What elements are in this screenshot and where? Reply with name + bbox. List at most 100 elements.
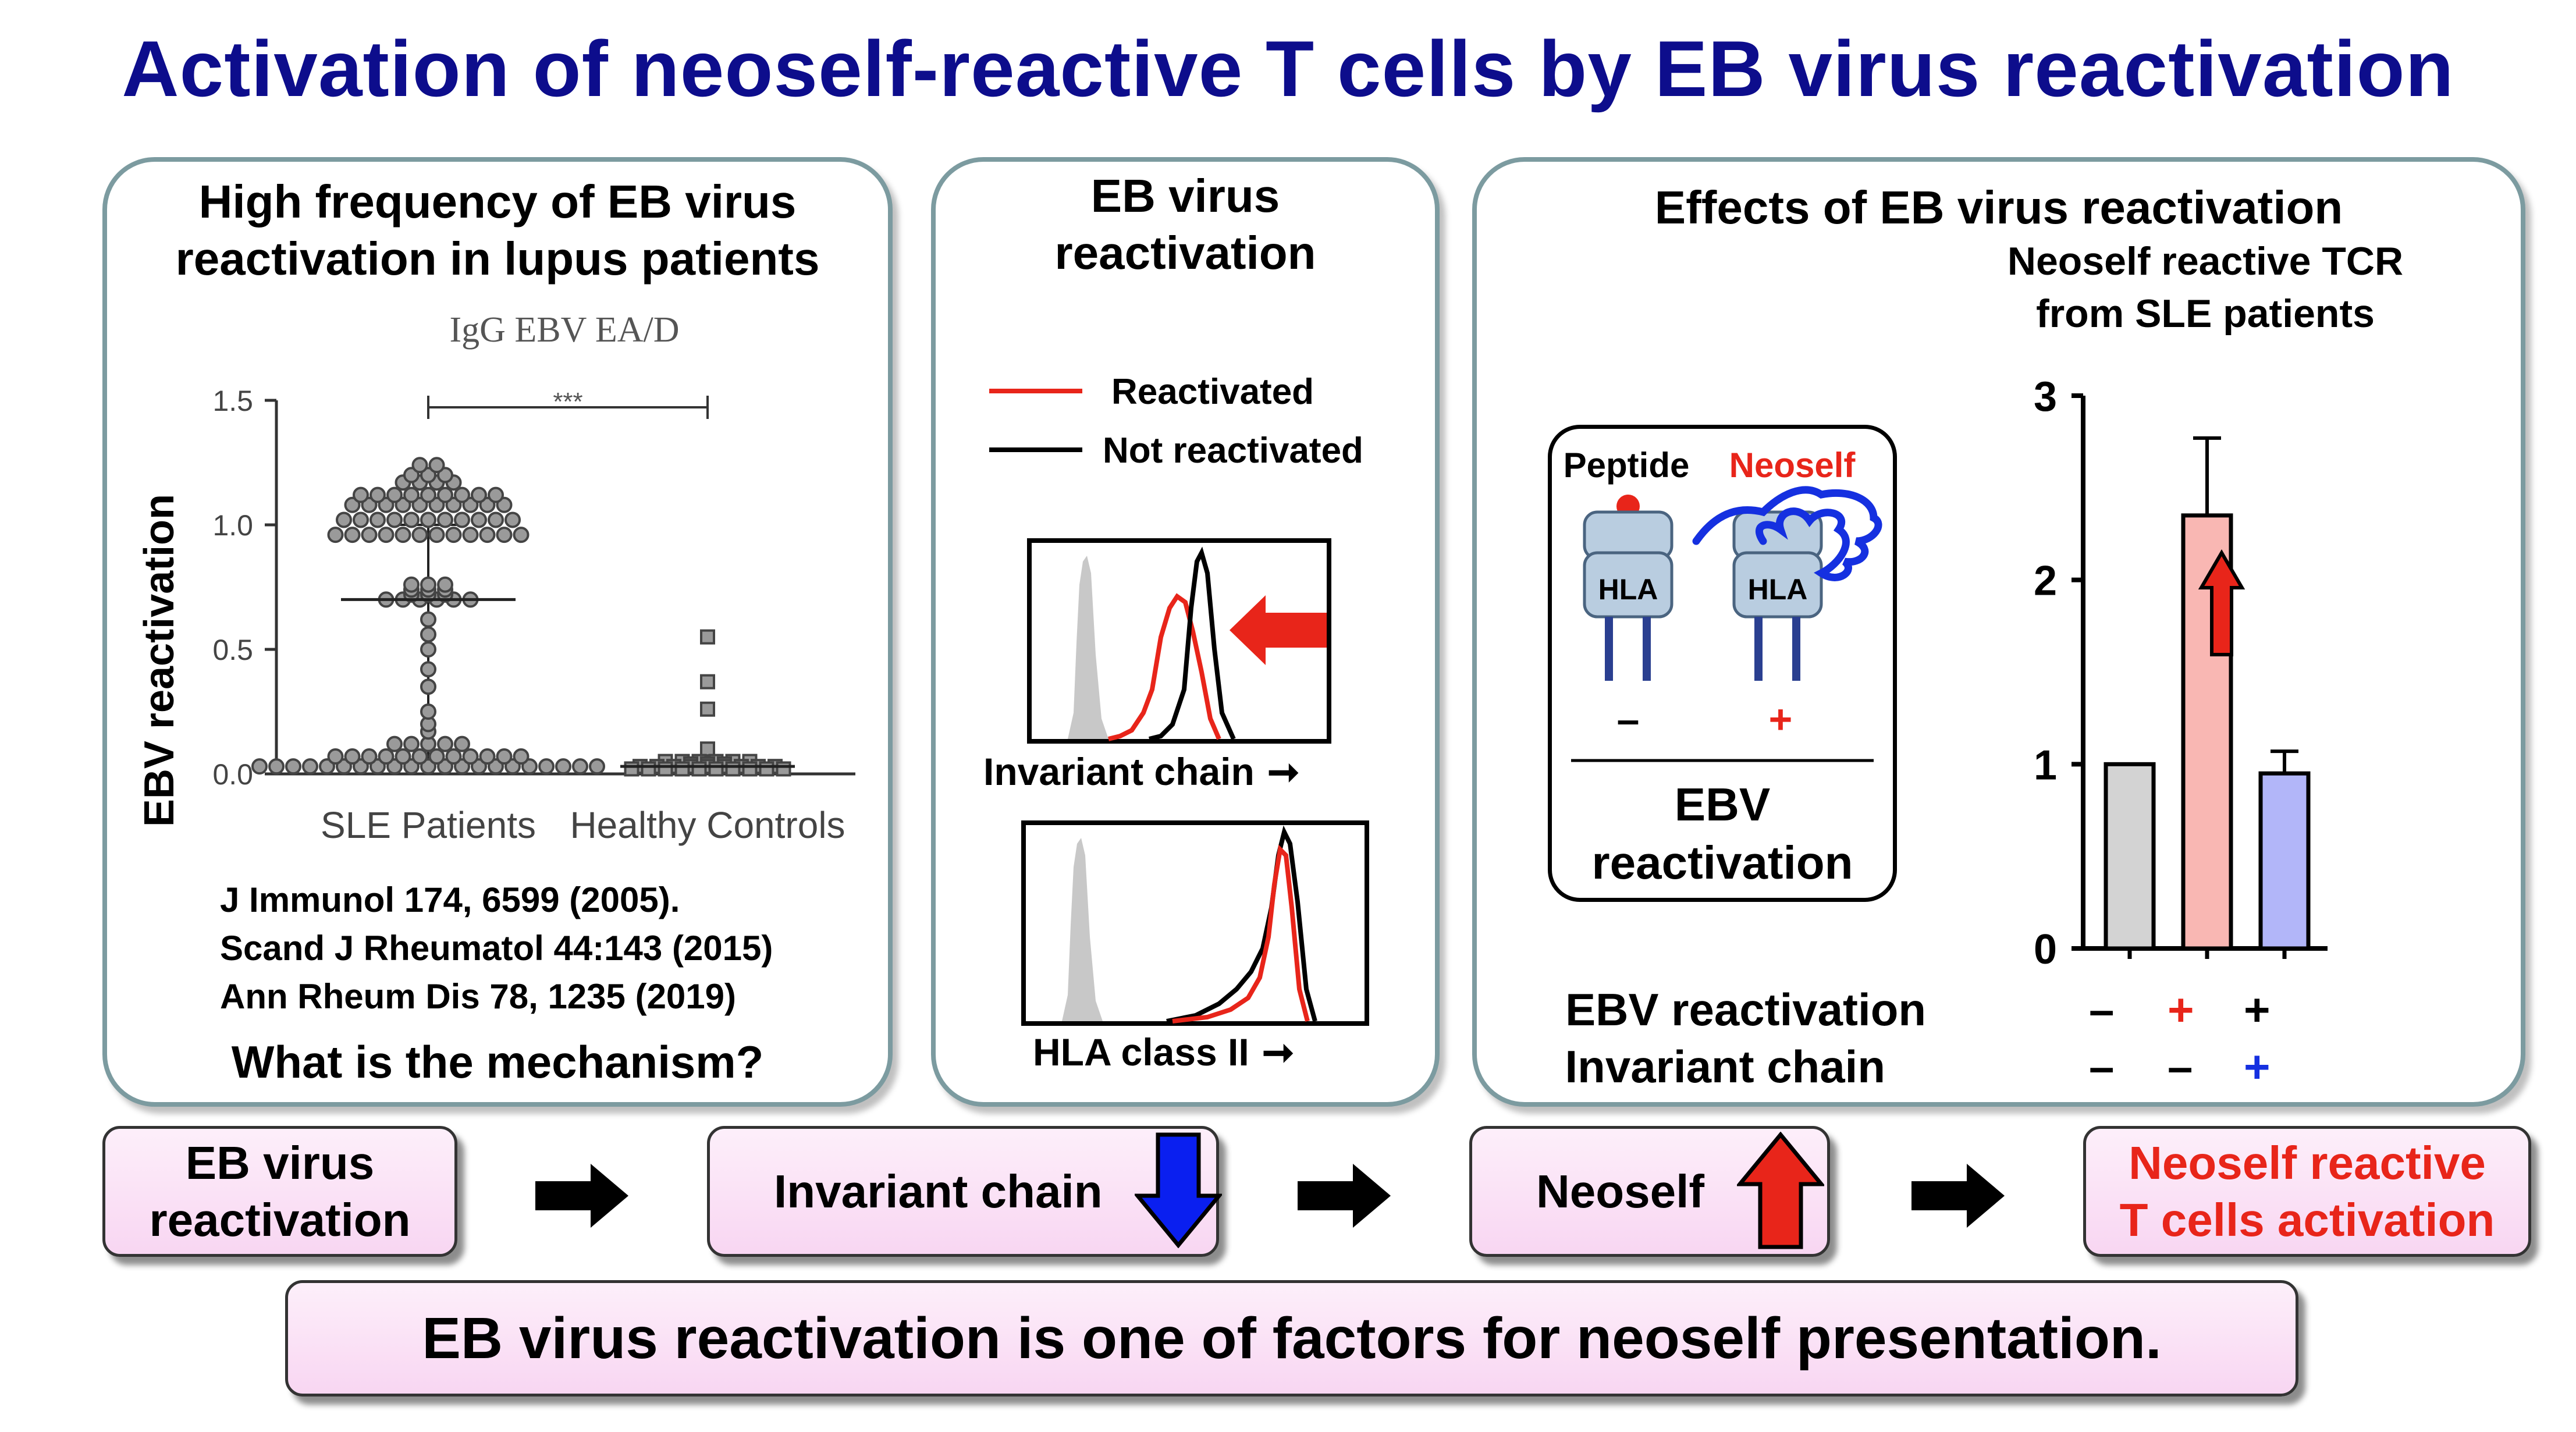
hist1-x-label: Invariant chain➞ (983, 749, 1299, 794)
bar-y-tick-label: 2 (2034, 558, 2057, 605)
histogram-invariant-chain (1027, 538, 1331, 744)
inset-ebv-label: EBV (1675, 779, 1771, 830)
sign-1-3: + (2244, 984, 2271, 1035)
citation-3: Ann Rheum Dis 78, 1235 (2019) (220, 977, 737, 1016)
scatter-point-healthy (658, 761, 673, 777)
scatter-point-healthy (674, 761, 690, 777)
scatter-point-sle (445, 748, 462, 765)
scatter-point-sle (386, 486, 403, 503)
flow-arrow-icon (1298, 1164, 1391, 1228)
bar (2258, 771, 2311, 951)
panel2-title-line2: reactivation (1054, 227, 1316, 279)
scatter-point-healthy (700, 701, 715, 717)
neoself-label: Neoself (1729, 446, 1856, 485)
hist2-x-label: HLA class II➞ (1033, 1030, 1294, 1075)
scatter-y-tick-label: 1.0 (212, 509, 253, 542)
bar-chart-title-line2: from SLE patients (2036, 292, 2375, 336)
histogram-control-fill (1032, 556, 1108, 739)
hla-inset-diagram: Peptide Neoself HLA HLA – + EBV reactiva… (1564, 446, 1882, 889)
sign-1-1: – (2089, 984, 2115, 1035)
scatter-point-sle (420, 661, 436, 678)
scatter-category-healthy: Healthy Controls (570, 804, 845, 846)
hist1-label-text: Invariant chain (983, 750, 1255, 793)
scatter-point-sle (327, 748, 344, 765)
flow-box3-label: Neoself (1536, 1165, 1704, 1217)
citation-2: Scand J Rheumatol 44:143 (2015) (220, 929, 773, 968)
scatter-point-healthy (700, 629, 715, 645)
scatter-point-sle (538, 758, 555, 775)
scatter-point-healthy (624, 761, 639, 777)
scatter-point-sle (454, 735, 470, 752)
conclusion-box: EB virus reactivation is one of factors … (285, 1280, 2298, 1397)
scatter-point-sle (344, 527, 361, 543)
scatter-point-sle (386, 735, 403, 752)
scatter-chart-title: IgG EBV EA/D (450, 310, 680, 350)
scatter-point-sle (437, 735, 453, 752)
scatter-point-sle (496, 748, 513, 765)
scatter-point-sle (488, 511, 504, 528)
minus-sign: – (1617, 697, 1640, 742)
histogram-reactivated-curve (1172, 844, 1310, 1024)
histogram-hla-class-ii (1021, 820, 1369, 1026)
panel1-title-line1: High frequency of EB virus (198, 176, 797, 228)
scatter-point-sle (420, 511, 436, 528)
scatter-point-healthy (691, 761, 707, 777)
sign-2-1: – (2089, 1041, 2115, 1092)
scatter-point-sle (589, 758, 605, 775)
increase-arrow-icon (2198, 549, 2245, 656)
flow-box-invariant-chain: Invariant chain (707, 1126, 1219, 1257)
scatter-point-sle (344, 748, 361, 765)
scatter-y-tick-label: 1.5 (212, 385, 253, 417)
scatter-y-tick-label: 0.5 (212, 634, 253, 666)
scatter-point-sle (572, 758, 588, 775)
scatter-point-healthy (742, 761, 758, 777)
scatter-point-sle (504, 511, 521, 528)
row-label-invariant-chain: Invariant chain (1565, 1041, 1886, 1092)
scatter-point-sle (251, 758, 268, 775)
histogram-legend: Reactivated Not reactivated (989, 372, 1363, 471)
scatter-point-sle (403, 576, 420, 593)
sign-2-3: + (2244, 1041, 2271, 1092)
scatter-point-sle (378, 748, 395, 765)
scatter-point-sle (395, 527, 411, 543)
scatter-point-sle (302, 758, 318, 775)
legend-label-not-reactivated: Not reactivated (1103, 431, 1363, 471)
scatter-point-sle (420, 486, 436, 503)
scatter-point-sle (420, 611, 436, 628)
mechanism-question: What is the mechanism? (231, 1036, 764, 1088)
flow-box1-line1: EB virus (185, 1136, 375, 1189)
panel-sle-frequency: High frequency of EB virus reactivation … (102, 157, 893, 1107)
citation-1: J Immunol 174, 6599 (2005). (220, 880, 680, 919)
scatter-point-healthy (641, 761, 656, 777)
bar-y-tick-label: 0 (2034, 926, 2057, 973)
scatter-point-sle (361, 527, 378, 543)
conclusion-text: EB virus reactivation is one of factors … (422, 1306, 2162, 1371)
scatter-point-sle (353, 486, 369, 503)
scatter-point-sle (428, 527, 445, 543)
sign-1-2: + (2168, 984, 2194, 1035)
scatter-point-sle (420, 703, 436, 720)
hist2-label-text: HLA class II (1033, 1031, 1249, 1074)
scatter-point-sle (369, 511, 386, 528)
flow-box1-line2: reactivation (149, 1193, 411, 1246)
sign-2-2: – (2168, 1041, 2193, 1092)
flow-arrow-icon (1911, 1164, 2005, 1228)
scatter-point-sle (285, 758, 301, 775)
row-label-ebv-reactivation: EBV reactivation (1565, 984, 1926, 1035)
hla-molecule-right: HLA (1732, 510, 1823, 681)
inset-reactivation-label: reactivation (1591, 837, 1853, 889)
scatter-category-sle: SLE Patients (321, 804, 536, 846)
scatter-point-sle (411, 457, 428, 474)
plus-sign: + (1769, 697, 1793, 742)
scatter-point-sle (403, 486, 420, 503)
scatter-point-healthy (700, 741, 715, 757)
scatter-point-sle (513, 527, 530, 543)
panel2-title-line1: EB virus (1090, 170, 1280, 222)
scatter-point-healthy (708, 761, 724, 777)
scatter-point-sle (555, 758, 571, 775)
scatter-point-sle (420, 576, 436, 593)
panel3-title: Effects of EB virus reactivation (1654, 182, 2343, 233)
scatter-point-sle (428, 748, 445, 765)
